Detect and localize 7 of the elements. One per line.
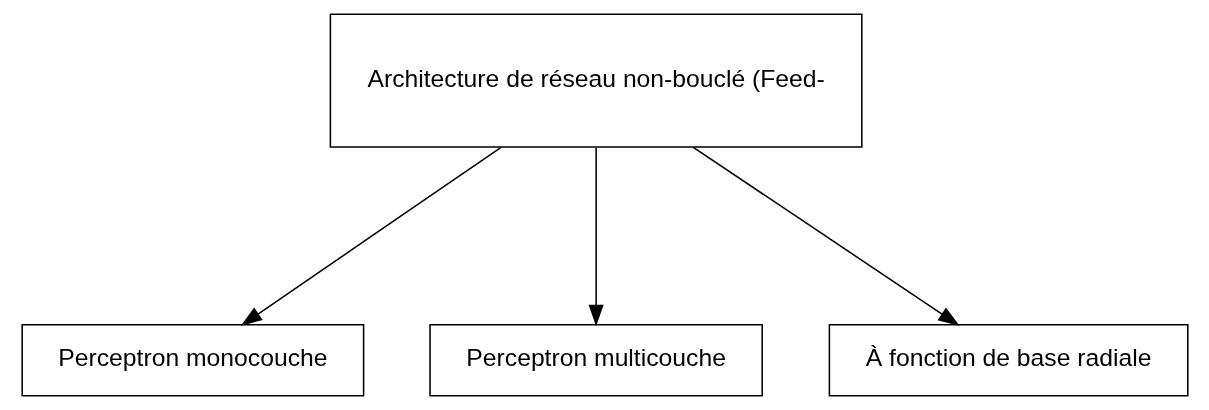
node-box: À fonction de base radiale [828, 323, 1189, 397]
node-box: Perceptron monocouche [20, 323, 364, 397]
arrow [240, 146, 502, 326]
arrow [588, 146, 604, 327]
node-box: Perceptron multicouche [428, 323, 763, 397]
arrow [692, 146, 960, 326]
node-box: Architecture de réseau non-bouclé (Feed- [329, 13, 863, 148]
